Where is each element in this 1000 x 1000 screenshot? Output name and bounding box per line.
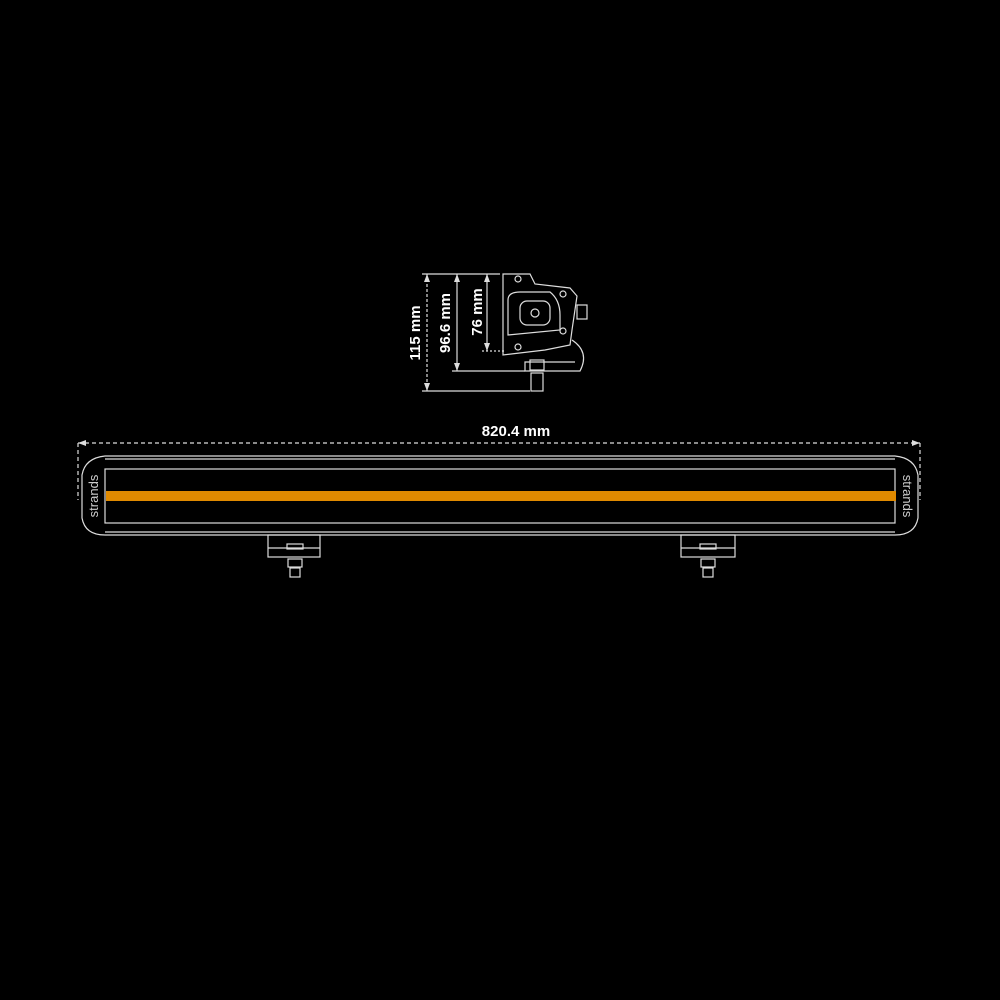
length-label: 820.4 mm [482, 423, 550, 440]
dimension-height-body: 96.6 mm [437, 274, 525, 372]
logo-left: strands [86, 474, 101, 517]
dimension-height-lens: 76 mm [469, 274, 505, 352]
height-total-label: 115 mm [407, 305, 424, 360]
amber-light-strip [106, 491, 896, 501]
side-view: 115 mm 96.6 mm 76 mm [407, 273, 588, 392]
front-view: strands strands [81, 455, 919, 578]
mounting-bracket-right [680, 534, 736, 578]
mounting-bracket-left [267, 534, 321, 578]
height-lens-label: 76 mm [469, 288, 486, 336]
dimension-length: 820.4 mm [77, 423, 921, 500]
height-body-label: 96.6 mm [437, 293, 454, 353]
logo-right: strands [900, 475, 915, 518]
side-profile-housing [502, 273, 588, 392]
